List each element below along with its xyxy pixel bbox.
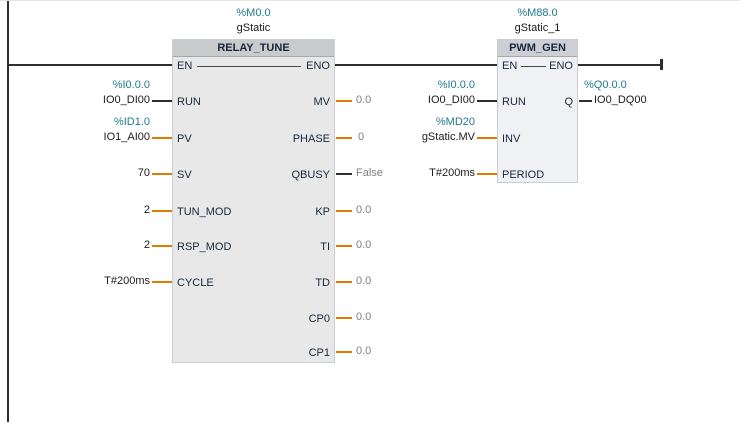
relay-td-stub (336, 281, 352, 283)
pwm-en-eno-line (521, 66, 546, 67)
relay-port-kp: KP (315, 206, 330, 218)
pwm-block-title[interactable]: PWM_GEN (498, 40, 577, 57)
pwm-q-stub (579, 100, 592, 102)
pwm-instance-address[interactable]: %M88.0 (517, 7, 558, 19)
rung-end-tick (660, 59, 663, 70)
relay-block-title[interactable]: RELAY_TUNE (173, 40, 334, 57)
relay-port-cycle: CYCLE (177, 277, 214, 289)
relay-phase-value: 0 (358, 131, 365, 143)
relay-run-address[interactable]: %I0.0.0 (112, 79, 150, 91)
pwm-run-stub (477, 100, 497, 102)
pwm-port-inv: INV (502, 133, 521, 145)
pwm-period-stub (477, 173, 497, 175)
relay-port-tun-mod: TUN_MOD (177, 206, 232, 218)
relay-port-cp1: CP1 (308, 347, 330, 359)
wire-relay-eno-to-pwm-en (335, 64, 497, 66)
relay-tune-block[interactable]: RELAY_TUNE EN ENO RUN PV SV TUN_MOD RSP_… (172, 39, 335, 363)
relay-port-ti: TI (320, 241, 330, 253)
pwm-period-operand[interactable]: T#200ms (429, 167, 475, 179)
relay-instance-name[interactable]: gStatic (236, 22, 271, 34)
pwm-port-en: EN (502, 60, 518, 72)
relay-port-qbusy: QBUSY (291, 169, 330, 181)
pwm-instance-name[interactable]: gStatic_1 (514, 22, 561, 34)
relay-pv-address[interactable]: %ID1.0 (113, 116, 150, 128)
relay-port-cp0: CP0 (308, 313, 330, 325)
wire-pwm-eno-to-end (578, 64, 662, 66)
relay-instance-address[interactable]: %M0.0 (236, 7, 271, 19)
pwm-inv-operand[interactable]: gStatic.MV (421, 131, 475, 143)
pwm-run-address[interactable]: %I0.0.0 (437, 79, 475, 91)
relay-port-run: RUN (177, 96, 201, 108)
relay-en-eno-line (197, 66, 301, 67)
relay-port-pv: PV (177, 133, 192, 145)
relay-port-mv: MV (313, 96, 331, 108)
wire-rail-to-relay-en (8, 64, 172, 66)
pwm-q-address[interactable]: %Q0.0.0 (584, 79, 627, 91)
pwm-port-period: PERIOD (502, 169, 545, 181)
relay-mv-value: 0.0 (356, 94, 372, 106)
relay-kp-stub (336, 210, 352, 212)
relay-port-td: TD (315, 277, 330, 289)
pwm-port-eno: ENO (549, 60, 573, 72)
relay-td-value: 0.0 (356, 275, 372, 287)
pwm-port-q: Q (564, 96, 573, 108)
relay-sv-operand[interactable]: 70 (137, 167, 150, 179)
pwm-q-operand[interactable]: IO0_DQ00 (594, 94, 647, 106)
relay-port-phase: PHASE (292, 133, 330, 145)
relay-run-stub (152, 100, 172, 102)
relay-rsp-mod-stub (152, 245, 172, 247)
relay-ti-value: 0.0 (356, 239, 372, 251)
relay-cp1-value: 0.0 (356, 345, 372, 357)
relay-pv-stub (152, 137, 172, 139)
relay-phase-stub (336, 137, 352, 139)
relay-tun-mod-operand[interactable]: 2 (143, 204, 150, 216)
relay-port-en: EN (177, 60, 193, 72)
relay-rsp-mod-operand[interactable]: 2 (143, 239, 150, 251)
relay-cycle-stub (152, 281, 172, 283)
pwm-gen-block[interactable]: PWM_GEN EN ENO RUN INV PERIOD Q (497, 39, 578, 183)
relay-qbusy-value: False (356, 167, 383, 179)
relay-tun-mod-stub (152, 210, 172, 212)
relay-cp1-stub (336, 351, 352, 353)
relay-kp-value: 0.0 (356, 204, 372, 216)
relay-cycle-operand[interactable]: T#200ms (104, 275, 150, 287)
relay-port-sv: SV (177, 169, 192, 181)
relay-mv-stub (336, 100, 352, 102)
pwm-inv-address[interactable]: %MD20 (435, 116, 475, 128)
relay-run-operand[interactable]: IO0_DI00 (102, 94, 150, 106)
relay-cp0-stub (336, 317, 352, 319)
relay-sv-stub (152, 173, 172, 175)
pwm-run-operand[interactable]: IO0_DI00 (427, 94, 475, 106)
relay-port-eno: ENO (306, 60, 330, 72)
relay-pv-operand[interactable]: IO1_AI00 (103, 131, 150, 143)
relay-cp0-value: 0.0 (356, 311, 372, 323)
relay-qbusy-stub (336, 173, 352, 175)
relay-ti-stub (336, 245, 352, 247)
relay-port-rsp-mod: RSP_MOD (177, 241, 232, 253)
pwm-port-run: RUN (502, 96, 526, 108)
pwm-inv-stub (477, 137, 497, 139)
power-rail (7, 1, 9, 422)
